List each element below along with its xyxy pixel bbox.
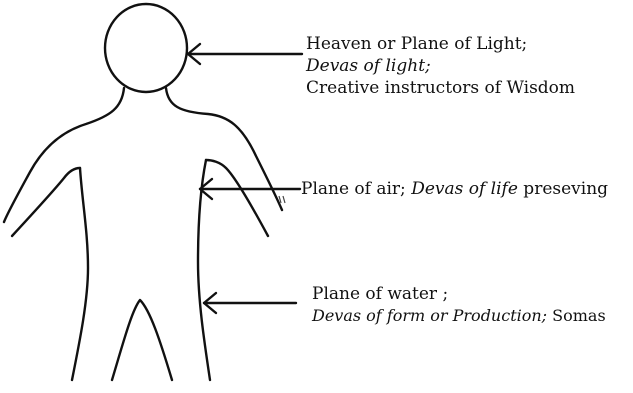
air-label-part2: Devas of life (411, 179, 518, 199)
water-label-line2: Devas of form or Production; Somas (312, 305, 606, 327)
water-label-line1: Plane of water ; (312, 283, 606, 305)
figure-left-torso (72, 168, 88, 380)
air-label: Plane of air; Devas of life preseving (301, 178, 608, 200)
air-label-part1: Plane of air; (301, 179, 411, 199)
water-label-line2-tail: Somas (547, 306, 606, 325)
figure-left-inner-arm (12, 168, 80, 236)
water-label-line2-italic: Devas of form or Production; (312, 306, 547, 325)
heaven-label-line1: Heaven or Plane of Light; (306, 33, 575, 55)
air-label-part3: preseving (518, 179, 608, 199)
heaven-label-line3: Creative instructors of Wisdom (306, 77, 575, 99)
figure-left-outline (4, 88, 124, 222)
figure-right-inner-arm (206, 160, 268, 236)
heaven-label: Heaven or Plane of Light; Devas of light… (306, 33, 575, 99)
figure-head (105, 4, 187, 92)
figure-right-outline (166, 88, 282, 210)
heaven-label-line2: Devas of light; (306, 55, 575, 77)
water-label: Plane of water ; Devas of form or Produc… (312, 283, 606, 327)
figure-crotch (112, 300, 172, 380)
